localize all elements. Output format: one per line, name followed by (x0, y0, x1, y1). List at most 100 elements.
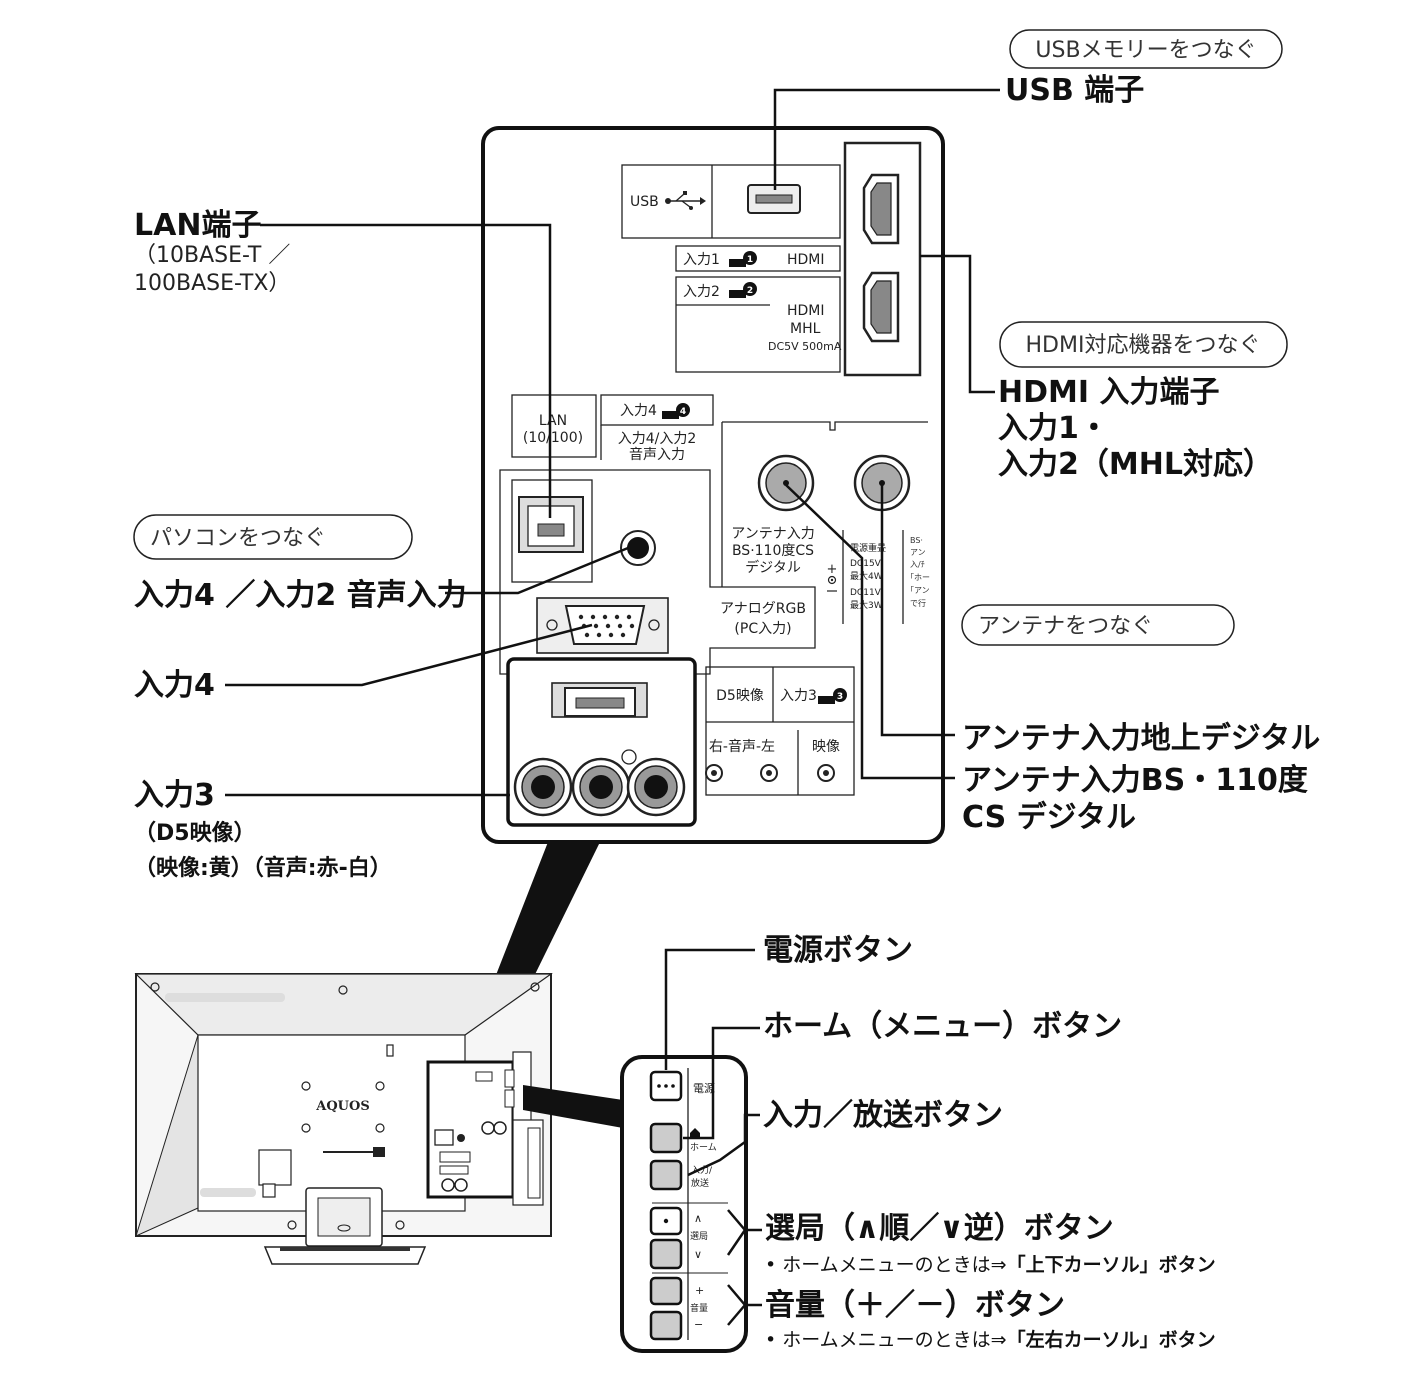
panel-power-1: 電源重畳 (850, 542, 886, 554)
usb-pill-text: USBメモリーをつなぐ (1035, 38, 1256, 63)
panel-in4-text: 入力4 (620, 403, 657, 419)
channel-down-symbol: ∨ (694, 1248, 702, 1261)
button-leader-lines (664, 948, 762, 1326)
hdmi-terminal-label: HDMI 入力端子 (998, 375, 1219, 410)
panel-rgb-text-1: アナログRGB (720, 601, 806, 617)
in4-plug-icon: 4 (662, 403, 690, 419)
channel-up-button[interactable] (649, 1206, 683, 1236)
usb-port[interactable] (747, 184, 801, 214)
btn-home-text: ホーム (690, 1142, 717, 1153)
svg-text:1: 1 (747, 255, 753, 265)
in2-plug-icon: 2 (729, 282, 757, 298)
svg-text:2: 2 (747, 286, 753, 296)
panel-antenna-text-3: デジタル (745, 559, 801, 576)
in3-plug-icon: 3 (818, 688, 847, 704)
power-button-label: 電源ボタン (763, 933, 913, 968)
panel-in1-text: 入力1 (683, 252, 720, 268)
terminal-panel: USB 入力1 1 HDMI 入力2 2 (481, 126, 945, 844)
pc-pill: パソコンをつなぐ (133, 514, 413, 560)
btn-input-text-2: 放送 (691, 1177, 709, 1189)
svg-text:入/ﾁ: 入/ﾁ (910, 560, 925, 569)
d5-port[interactable] (551, 682, 648, 718)
antenna-bs-label-1: アンテナ入力BS・110度 (962, 763, 1308, 798)
panel-rgb-text-2: (PC入力) (734, 621, 791, 637)
panel-power-3: 最大4W (850, 570, 883, 582)
svg-text:4: 4 (680, 407, 686, 417)
svg-text:3: 3 (837, 692, 843, 702)
svg-text:BS·: BS· (910, 536, 923, 545)
channel-down-button[interactable] (649, 1238, 683, 1270)
input-button[interactable] (649, 1159, 683, 1191)
panel-dc5v-text: DC5V 500mA (768, 340, 842, 353)
button-panel: 電源 ホーム 入力/ 放送 ∧ 選局 ∨ + 音量 − (620, 1055, 748, 1353)
volume-note: • ホームメニューのときは⇒「左右カーソル」ボタン (765, 1328, 1216, 1351)
channel-note: • ホームメニューのときは⇒「上下カーソル」ボタン (765, 1253, 1216, 1276)
input3-label: 入力3 (134, 778, 215, 813)
rca-white-jack[interactable] (571, 757, 631, 817)
btn-volume-text: 音量 (690, 1302, 708, 1314)
button-zoom-cone (523, 1085, 623, 1128)
panel-power-2: DC15V (850, 559, 882, 569)
leader-lines (225, 88, 1000, 797)
svg-text:｢ホー: ｢ホー (910, 573, 930, 582)
rca-red-jack[interactable] (513, 757, 573, 817)
lan-spec-line-2: 100BASE-TX） (134, 271, 290, 296)
input3-sub-1: （D5映像） (134, 820, 256, 846)
volume-down-button[interactable] (649, 1310, 683, 1341)
panel-antenna-text-2: BS·110度CS (732, 543, 814, 559)
volume-button-label: 音量（＋／－）ボタン (765, 1288, 1065, 1323)
panel-hdmi1-text: HDMI (787, 252, 825, 268)
home-icon (690, 1128, 700, 1138)
home-button-label: ホーム（メニュー）ボタン (763, 1009, 1122, 1044)
pc-audio-jack[interactable] (620, 530, 656, 566)
input3-sub-2: （映像:黄）（音声:赤-白） (134, 855, 392, 881)
panel-lan-text-2: (10/100) (523, 430, 583, 446)
hdmi-pill-text: HDMI対応機器をつなぐ (1026, 333, 1261, 358)
panel-in3-text: 入力3 (780, 688, 817, 704)
panel-d5-text: D5映像 (716, 688, 764, 704)
home-button[interactable] (649, 1122, 683, 1154)
antenna-terrestrial-port[interactable] (853, 454, 911, 512)
svg-text:アン: アン (910, 548, 926, 557)
vga-port[interactable] (536, 597, 669, 654)
channel-note-bold: 「上下カーソル」ボタン (1007, 1253, 1216, 1276)
dc-polarity-icon: + (827, 562, 837, 592)
volume-up-button[interactable] (649, 1276, 683, 1306)
btn-power-text: 電源 (693, 1081, 715, 1095)
tv-brand-logo: AQUOS (315, 1099, 369, 1114)
lan-spec-line-1: （10BASE-T ／ (134, 243, 290, 268)
in1-plug-icon: 1 (729, 251, 757, 267)
rca-yellow-jack[interactable] (626, 757, 686, 817)
antenna-pill: アンテナをつなぐ (961, 604, 1235, 646)
usb-pill: USBメモリーをつなぐ (1009, 29, 1283, 69)
input4-audio-label: 入力4 ／入力2 音声入力 (134, 578, 467, 613)
panel-in4-audio-2: 音声入力 (629, 446, 685, 463)
antenna-pill-text: アンテナをつなぐ (978, 614, 1153, 639)
svg-text:｢アン: ｢アン (910, 586, 930, 595)
panel-lan-text-1: LAN (539, 413, 567, 429)
tv-back-view: AQUOS (134, 973, 553, 1265)
channel-note-pre: • ホームメニューのときは⇒ (765, 1254, 1007, 1276)
volume-plus-symbol: + (695, 1284, 704, 1297)
hdmi-port-1[interactable] (862, 173, 900, 245)
hdmi-port-2[interactable] (862, 271, 900, 343)
panel-in4-audio-1: 入力4/入力2 (618, 431, 697, 447)
volume-note-bold: 「左右カーソル」ボタン (1007, 1328, 1216, 1351)
panel-video-text: 映像 (812, 739, 840, 755)
panel-mhl-text: MHL (790, 321, 821, 337)
lan-port[interactable] (518, 496, 584, 553)
hdmi-pill: HDMI対応機器をつなぐ (999, 321, 1288, 368)
panel-in2-text: 入力2 (683, 284, 720, 300)
input-button-label: 入力／放送ボタン (763, 1098, 1003, 1133)
antenna-terrestrial-label: アンテナ入力地上デジタル (962, 721, 1320, 756)
svg-text:で行: で行 (910, 598, 926, 608)
lan-terminal-label: LAN端子 (134, 208, 261, 243)
panel-usb-text: USB (630, 194, 659, 210)
power-button[interactable] (649, 1070, 683, 1102)
btn-channel-text: 選局 (690, 1231, 708, 1242)
panel-audio-rl-text: 右-音声-左 (709, 738, 775, 755)
panel-power-5: 最大3W (850, 599, 883, 611)
panel-antenna-text-1: アンテナ入力 (731, 526, 814, 542)
